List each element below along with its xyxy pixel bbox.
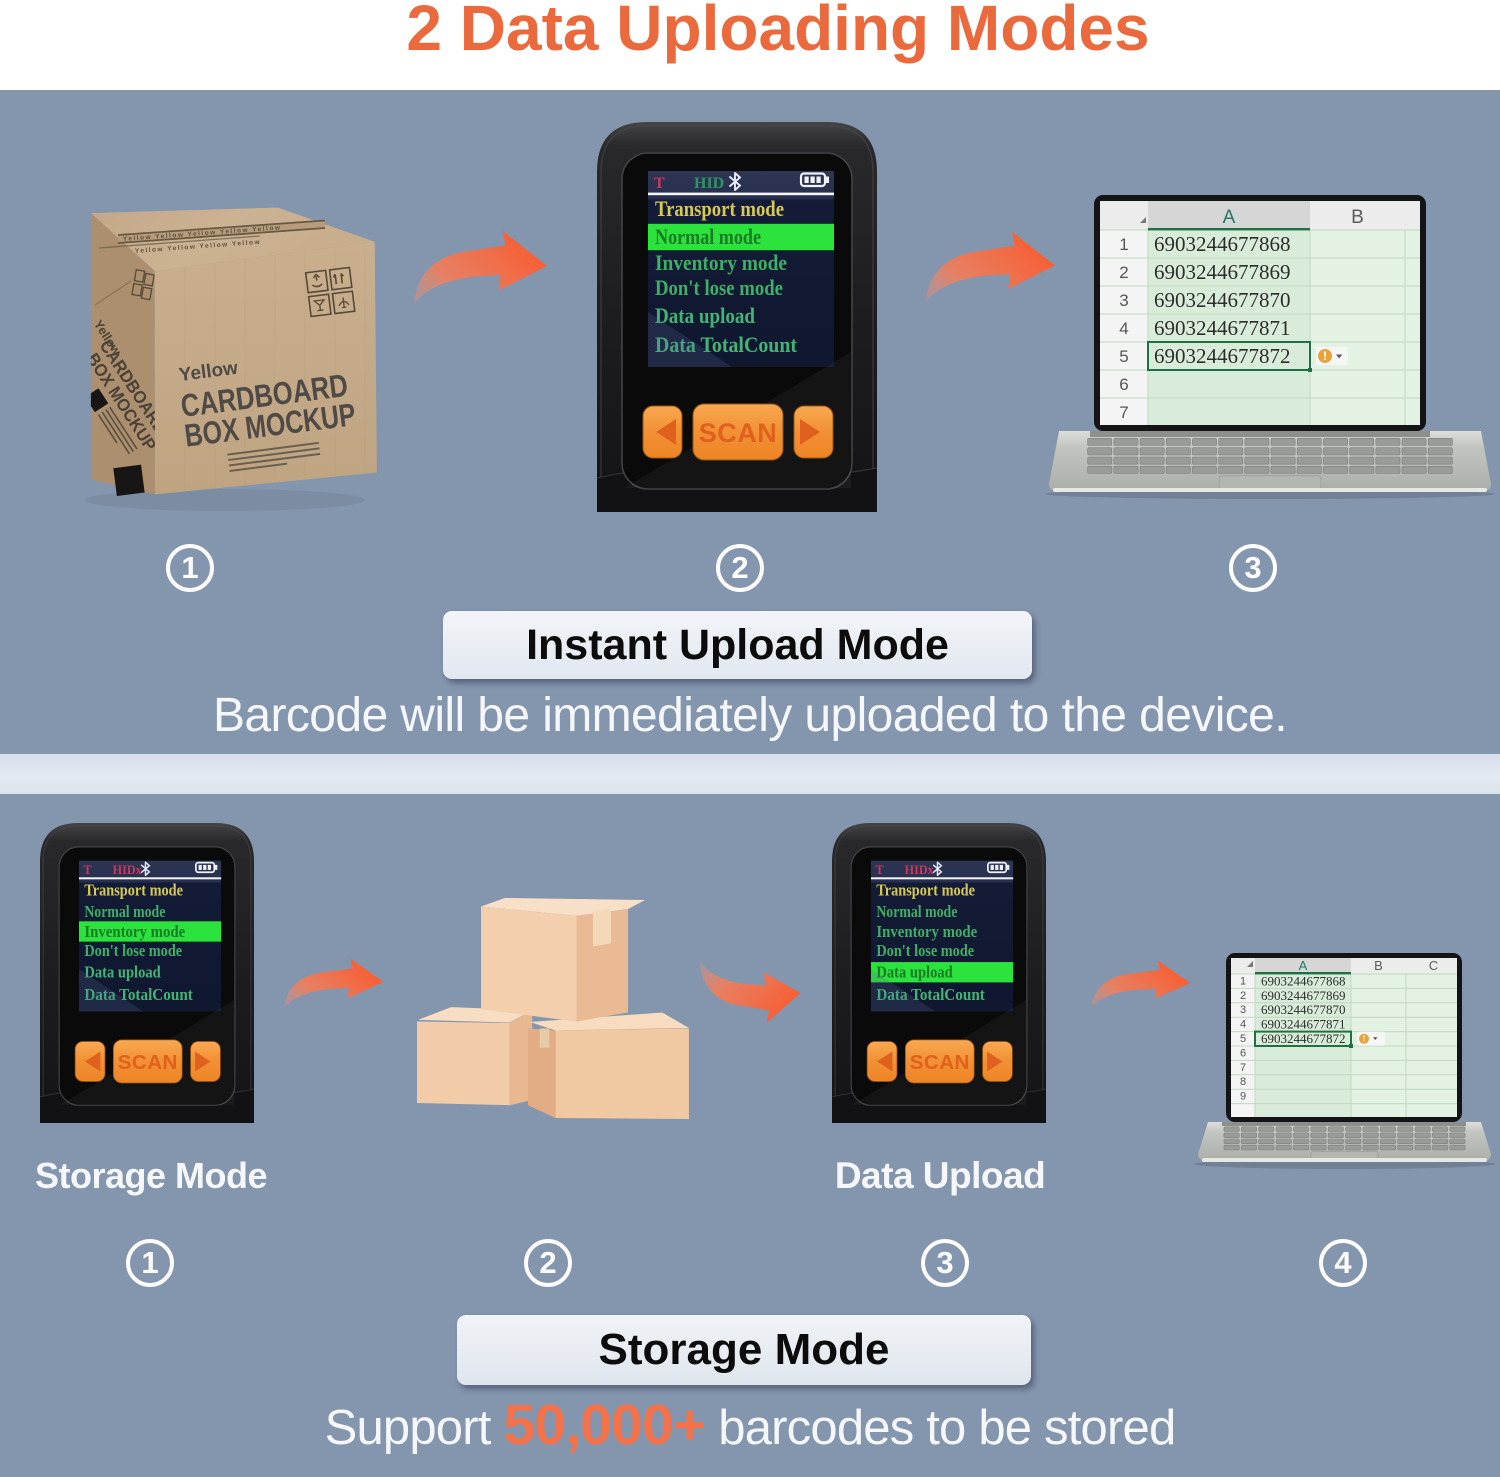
svg-text:6903244677870: 6903244677870 [1154,288,1291,312]
svg-text:SCAN: SCAN [910,1051,970,1074]
svg-text:C: C [1429,958,1438,973]
svg-text:HIDx: HIDx [113,863,143,877]
svg-text:6903244677872: 6903244677872 [1261,1031,1346,1046]
svg-text:1: 1 [1119,235,1128,254]
svg-text:Data upload: Data upload [84,963,161,982]
svg-text:Inventory mode: Inventory mode [876,922,977,941]
svg-text:6903244677868: 6903244677868 [1261,973,1346,988]
svg-text:3: 3 [1119,291,1128,310]
svg-text:Data upload: Data upload [655,303,755,328]
svg-text:Transport mode: Transport mode [84,880,183,899]
svg-text:7: 7 [1240,1062,1246,1074]
svg-text:B: B [1351,207,1364,228]
svg-text:Normal mode: Normal mode [655,224,761,249]
svg-text:Transport mode: Transport mode [655,196,784,221]
svg-text:Data TotalCount: Data TotalCount [84,985,193,1004]
svg-text:Don't lose mode: Don't lose mode [84,941,182,960]
svg-text:6903244677870: 6903244677870 [1261,1002,1346,1017]
svg-text:6: 6 [1119,375,1128,394]
svg-text:SCAN: SCAN [118,1051,178,1074]
svg-text:Data TotalCount: Data TotalCount [876,985,985,1004]
svg-text:5: 5 [1119,347,1128,366]
svg-text:6903244677872: 6903244677872 [1154,344,1291,368]
svg-text:7: 7 [1119,403,1128,422]
svg-text:Data TotalCount: Data TotalCount [655,332,798,357]
svg-text:5: 5 [1240,1033,1246,1045]
svg-text:2: 2 [1240,990,1246,1002]
svg-text:Inventory mode: Inventory mode [655,250,787,275]
svg-text:Don't lose mode: Don't lose mode [876,941,974,960]
svg-text:A: A [1223,207,1236,228]
svg-text:Inventory mode: Inventory mode [84,922,185,941]
svg-text:B: B [1374,958,1383,973]
svg-text:T: T [84,863,92,877]
svg-text:Normal mode: Normal mode [876,902,957,921]
svg-text:6903244677871: 6903244677871 [1154,316,1291,340]
svg-text:T: T [876,863,884,877]
svg-text:6903244677868: 6903244677868 [1154,232,1291,256]
svg-text:6903244677869: 6903244677869 [1261,988,1346,1003]
svg-text:3: 3 [1240,1004,1246,1016]
svg-text:6903244677869: 6903244677869 [1154,260,1291,284]
svg-text:HIDx: HIDx [905,863,935,877]
svg-text:2: 2 [1119,263,1128,282]
svg-text:!: ! [1363,1035,1366,1044]
svg-text:SCAN: SCAN [699,418,778,448]
svg-text:8: 8 [1240,1076,1246,1088]
svg-text:Don't lose mode: Don't lose mode [655,275,783,300]
svg-text:4: 4 [1240,1019,1246,1031]
svg-text:6903244677871: 6903244677871 [1261,1017,1346,1032]
svg-text:Data upload: Data upload [876,963,953,982]
svg-text:6: 6 [1240,1047,1246,1059]
svg-text:4: 4 [1119,319,1128,338]
svg-text:9: 9 [1240,1091,1246,1103]
svg-text:T: T [654,175,665,192]
svg-text:Normal mode: Normal mode [84,902,165,921]
svg-text:HID: HID [694,175,724,192]
svg-text:!: ! [1323,349,1327,363]
svg-text:1: 1 [1240,975,1246,987]
svg-text:Transport mode: Transport mode [876,880,975,899]
svg-text:A: A [1299,958,1308,973]
